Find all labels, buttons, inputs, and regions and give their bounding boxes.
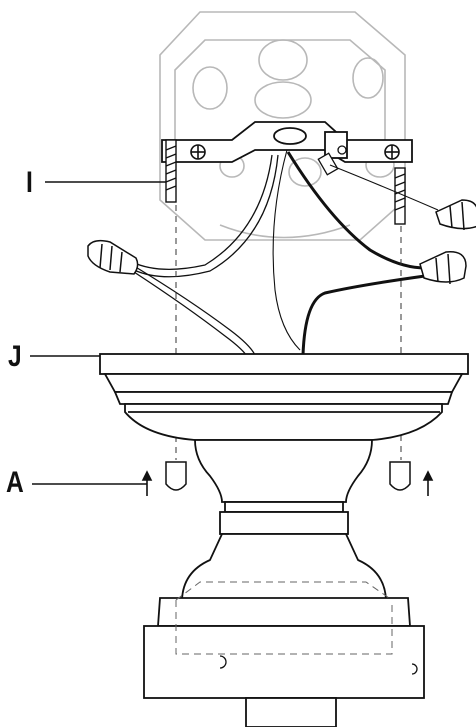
black-wire xyxy=(286,151,426,356)
wire-nut-right-lower xyxy=(419,251,467,285)
mounting-screw-left xyxy=(165,139,177,203)
wire-nut-left xyxy=(87,239,139,275)
canopy-screw-right xyxy=(389,461,411,491)
canopy-screw-left xyxy=(165,461,187,491)
ground-wire-thin xyxy=(272,149,439,351)
callout-label-a: A xyxy=(6,466,24,499)
canopy xyxy=(99,353,469,441)
mounting-screw-right xyxy=(394,167,406,225)
callout-label-i: I xyxy=(26,166,33,199)
white-wire-pair xyxy=(131,154,279,359)
arrow-up-left xyxy=(141,470,153,496)
housing-holes xyxy=(219,655,418,675)
mounting-bracket xyxy=(161,121,413,163)
callout-label-j: J xyxy=(8,340,22,373)
arrow-up-right xyxy=(422,470,434,496)
ground-screw xyxy=(317,145,347,176)
wire-nut-right-upper xyxy=(435,199,476,231)
leader-lines xyxy=(30,181,166,485)
bracket-screw-right xyxy=(384,144,400,160)
hidden-lines xyxy=(175,581,393,655)
fan-housing xyxy=(143,439,425,727)
bracket-screw-left xyxy=(190,144,206,160)
